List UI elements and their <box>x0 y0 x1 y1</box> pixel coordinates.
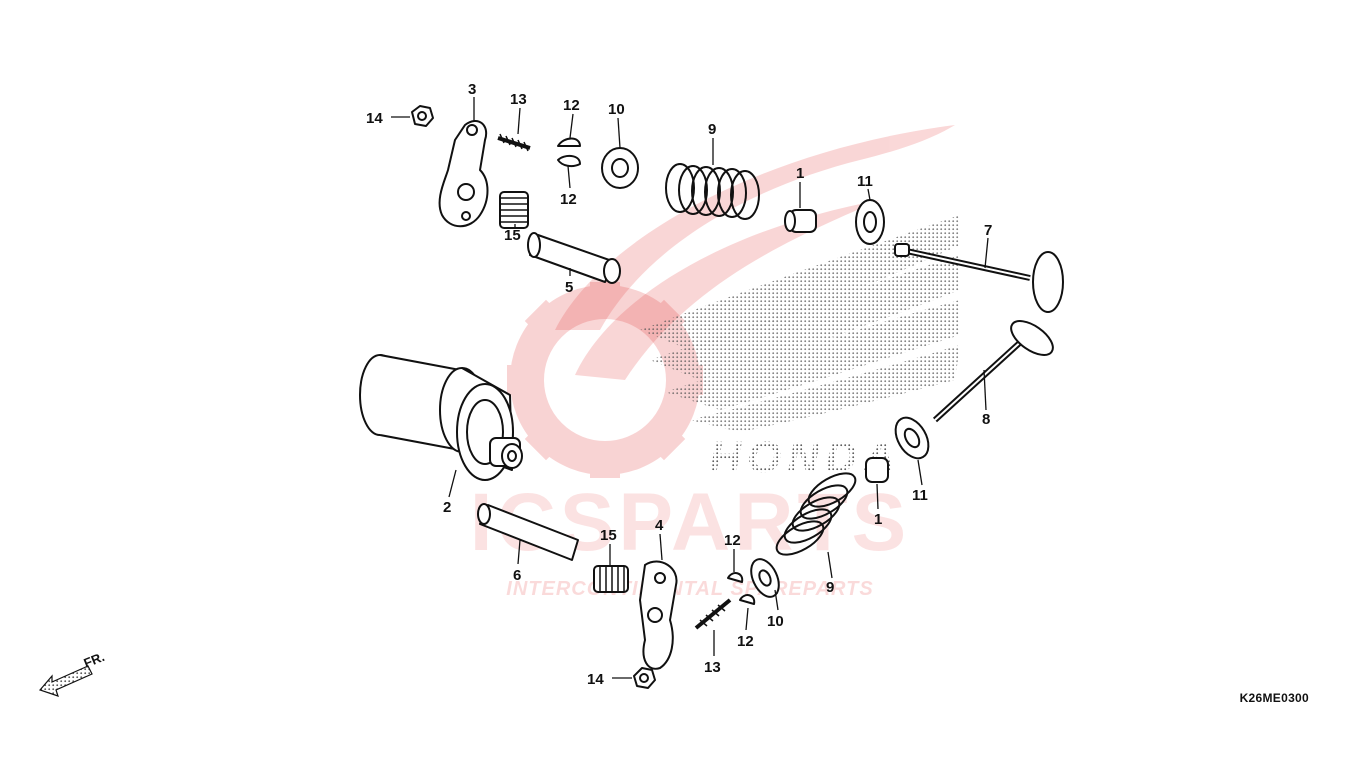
callout-9: 9 <box>826 579 834 596</box>
callout-11: 11 <box>912 487 928 504</box>
callout-1: 1 <box>874 511 882 528</box>
callout-8: 8 <box>982 411 990 428</box>
intake-valve-icon <box>894 243 1064 313</box>
spring-retainer-icon <box>750 558 780 598</box>
stem-seal-icon <box>784 209 817 233</box>
callout-14: 14 <box>587 671 604 688</box>
callout-14: 14 <box>366 110 383 127</box>
callout-11: 11 <box>857 173 873 190</box>
callout-13: 13 <box>510 91 527 108</box>
callout-15: 15 <box>600 527 617 544</box>
front-direction-arrow-icon: FR. <box>38 649 107 697</box>
tappet-spring-icon <box>499 191 529 229</box>
callout-15: 15 <box>504 227 521 244</box>
callout-12: 12 <box>724 532 741 549</box>
callout-9: 9 <box>708 121 716 138</box>
callout-12: 12 <box>563 97 580 114</box>
callout-3: 3 <box>468 81 476 98</box>
valve-spring-icon <box>665 163 760 220</box>
watermark-logo-text: ICSPARTS <box>470 477 911 568</box>
nut-icon <box>633 667 656 689</box>
callout-5: 5 <box>565 279 573 296</box>
callout-7: 7 <box>984 222 992 239</box>
leader-lines <box>391 97 989 679</box>
adjusting-screw-icon <box>497 133 531 152</box>
callout-6: 6 <box>513 567 521 584</box>
stem-seal-icon <box>865 457 889 483</box>
camshaft-icon <box>359 354 523 481</box>
callout-12: 12 <box>560 191 577 208</box>
callout-10: 10 <box>767 613 784 630</box>
nut-icon <box>411 105 434 127</box>
watermark: HONDA ICSPARTS INTERCONTINENTAL SPAREPAR… <box>470 125 960 600</box>
callout-10: 10 <box>608 101 625 118</box>
callout-12: 12 <box>737 633 754 650</box>
callout-1: 1 <box>796 165 804 182</box>
spring-seat-icon <box>894 416 930 460</box>
rocker-shaft-icon <box>527 232 621 284</box>
callout-labels: 14 3 13 12 12 10 9 1 11 7 15 5 8 2 11 1 … <box>366 81 992 688</box>
adjusting-screw-icon <box>694 598 732 630</box>
valve-spring-icon <box>775 472 857 556</box>
valve-cotter-icon <box>727 572 756 605</box>
parts <box>359 105 1064 689</box>
rocker-shaft-icon <box>477 503 579 561</box>
valve-cotter-icon <box>557 137 581 168</box>
callout-13: 13 <box>704 659 721 676</box>
honda-wing-logo-icon <box>640 215 960 432</box>
spring-retainer-icon <box>601 147 639 189</box>
watermark-brand: HONDA <box>709 433 900 482</box>
tappet-spring-icon <box>593 565 629 593</box>
rocker-arm-icon <box>639 560 678 670</box>
callout-4: 4 <box>655 517 664 534</box>
callout-2: 2 <box>443 499 451 516</box>
rocker-arm-icon <box>438 120 489 228</box>
spring-seat-icon <box>855 199 885 245</box>
direction-label: FR. <box>82 649 107 671</box>
exhaust-valve-icon <box>932 320 1054 423</box>
drawing-code: K26ME0300 <box>1239 691 1309 705</box>
watermark-wing-swoosh <box>555 125 955 380</box>
watermark-tagline: INTERCONTINENTAL SPAREPARTS <box>506 578 873 600</box>
